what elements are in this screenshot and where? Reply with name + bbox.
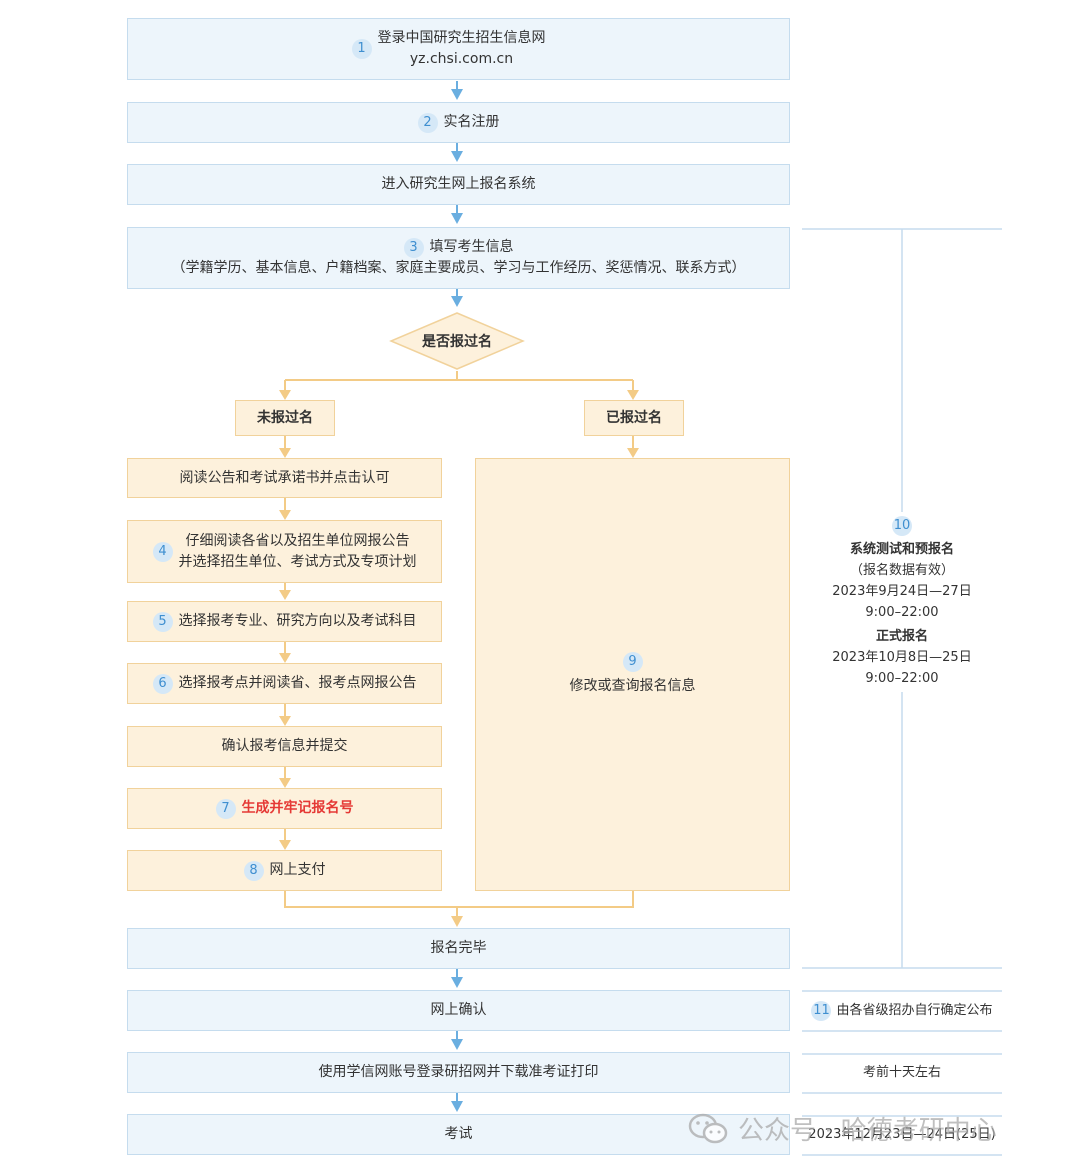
step-generate-number: 7 生成并牢记报名号 (127, 788, 442, 829)
step-fill-info: 3 填写考生信息 （学籍学历、基本信息、户籍档案、家庭主要成员、学习与工作经历、… (127, 227, 790, 289)
step-select-site: 6 选择报考点并阅读省、报考点网报公告 (127, 663, 442, 704)
step-online-confirm-label: 网上确认 (430, 1002, 487, 1018)
step-online-payment-label: 网上支付 (269, 862, 326, 878)
online-confirm-note-text: 由各省级招办自行确定公布 (836, 1003, 993, 1018)
step-login-url: yz.chsi.com.cn (409, 51, 514, 67)
step-register: 2 实名注册 (127, 102, 790, 143)
step-select-site-label: 选择报考点并阅读省、报考点网报公告 (178, 675, 417, 691)
step-print-ticket-label: 使用学信网账号登录研招网并下载准考证打印 (318, 1064, 599, 1080)
branch-registered: 已报过名 (584, 400, 684, 436)
step-select-unit: 4 仔细阅读各省以及招生单位网报公告 并选择招生单位、考试方式及专项计划 (127, 520, 442, 583)
print-time-note-text: 考前十天左右 (862, 1065, 941, 1080)
formal-registration-time: 9:00–22:00 (865, 671, 939, 686)
step-number-1: 1 (351, 39, 372, 59)
step-register-label: 实名注册 (443, 114, 500, 130)
orange-arrowheads (279, 390, 639, 927)
pre-registration-title: 系统测试和预报名 (849, 542, 954, 557)
step-number-7: 7 (215, 798, 236, 819)
step-number-8: 8 (243, 860, 264, 881)
decision-diamond (389, 312, 525, 370)
pre-registration-date: 2023年9月24日—27日 (832, 584, 972, 599)
exam-date-note-text: 2023年12月23日—24日(25日) (808, 1127, 996, 1142)
blue-arrows (451, 81, 463, 1112)
formal-registration-date: 2023年10月8日—25日 (832, 650, 972, 665)
step-enter-system-label: 进入研究生网上报名系统 (381, 176, 536, 192)
side-timeline (802, 228, 1002, 1156)
step-number-6: 6 (152, 673, 173, 694)
watermark-text: 公众号 · 哈德考研中心 (738, 1116, 997, 1146)
step-fill-info-detail: （学籍学历、基本信息、户籍档案、家庭主要成员、学习与工作经历、奖惩情况、联系方式… (171, 260, 746, 276)
step-login-label: 登录中国研究生招生信息网 (377, 30, 546, 46)
step-confirm-submit: 确认报考信息并提交 (127, 726, 442, 767)
branch-not-registered: 未报过名 (235, 400, 335, 436)
step-online-payment: 8 网上支付 (127, 850, 442, 891)
step-number-3: 3 (403, 237, 424, 258)
step-print-ticket: 使用学信网账号登录研招网并下载准考证打印 (127, 1052, 790, 1093)
step-confirm-submit-label: 确认报考信息并提交 (221, 738, 348, 754)
branch-registered-label: 已报过名 (606, 409, 662, 426)
step-number-5: 5 (152, 611, 173, 632)
decision-label: 是否报过名 (422, 334, 492, 350)
registration-period-info: 10 系统测试和预报名 （报名数据有效） 2023年9月24日—27日 9:00… (812, 516, 992, 689)
step-online-confirm: 网上确认 (127, 990, 790, 1031)
watermark: 公众号 · 哈德考研中心 (688, 1110, 997, 1147)
wechat-icon (688, 1113, 728, 1143)
pre-registration-note: （报名数据有效） (849, 563, 954, 578)
step-registration-done-label: 报名完毕 (430, 940, 487, 956)
pre-registration-time: 9:00–22:00 (865, 605, 939, 620)
step-enter-system: 进入研究生网上报名系统 (127, 164, 790, 205)
step-number-10: 10 (892, 516, 912, 536)
exam-date-note: 2023年12月23日—24日(25日) (802, 1124, 1002, 1145)
online-confirm-note: 11 由各省级招办自行确定公布 (802, 1000, 1002, 1021)
step-exam: 考试 (127, 1114, 790, 1155)
step-exam-label: 考试 (444, 1126, 473, 1142)
step-select-major-label: 选择报考专业、研究方向以及考试科目 (178, 613, 417, 629)
step-modify-query: 9 修改或查询报名信息 (475, 458, 790, 891)
step-generate-number-label: 生成并牢记报名号 (241, 800, 354, 816)
step-registration-done: 报名完毕 (127, 928, 790, 969)
step-select-unit-line1: 仔细阅读各省以及招生单位网报公告 (185, 532, 410, 549)
step-select-major: 5 选择报考专业、研究方向以及考试科目 (127, 601, 442, 642)
step-read-notice-label: 阅读公告和考试承诺书并点击认可 (179, 469, 390, 486)
step-login: 1 登录中国研究生招生信息网 yz.chsi.com.cn (127, 18, 790, 80)
step-fill-info-label: 填写考生信息 (429, 239, 514, 255)
step-modify-query-label: 修改或查询报名信息 (569, 678, 696, 694)
step-number-9: 9 (622, 652, 643, 672)
step-read-notice: 阅读公告和考试承诺书并点击认可 (127, 458, 442, 498)
step-select-unit-line2: 并选择招生单位、考试方式及专项计划 (178, 553, 417, 570)
formal-registration-title: 正式报名 (875, 629, 928, 644)
step-number-2: 2 (417, 112, 438, 133)
step-number-4: 4 (152, 541, 173, 562)
step-number-11: 11 (811, 1000, 832, 1021)
print-time-note: 考前十天左右 (802, 1062, 1002, 1083)
branch-not-registered-label: 未报过名 (257, 409, 313, 426)
